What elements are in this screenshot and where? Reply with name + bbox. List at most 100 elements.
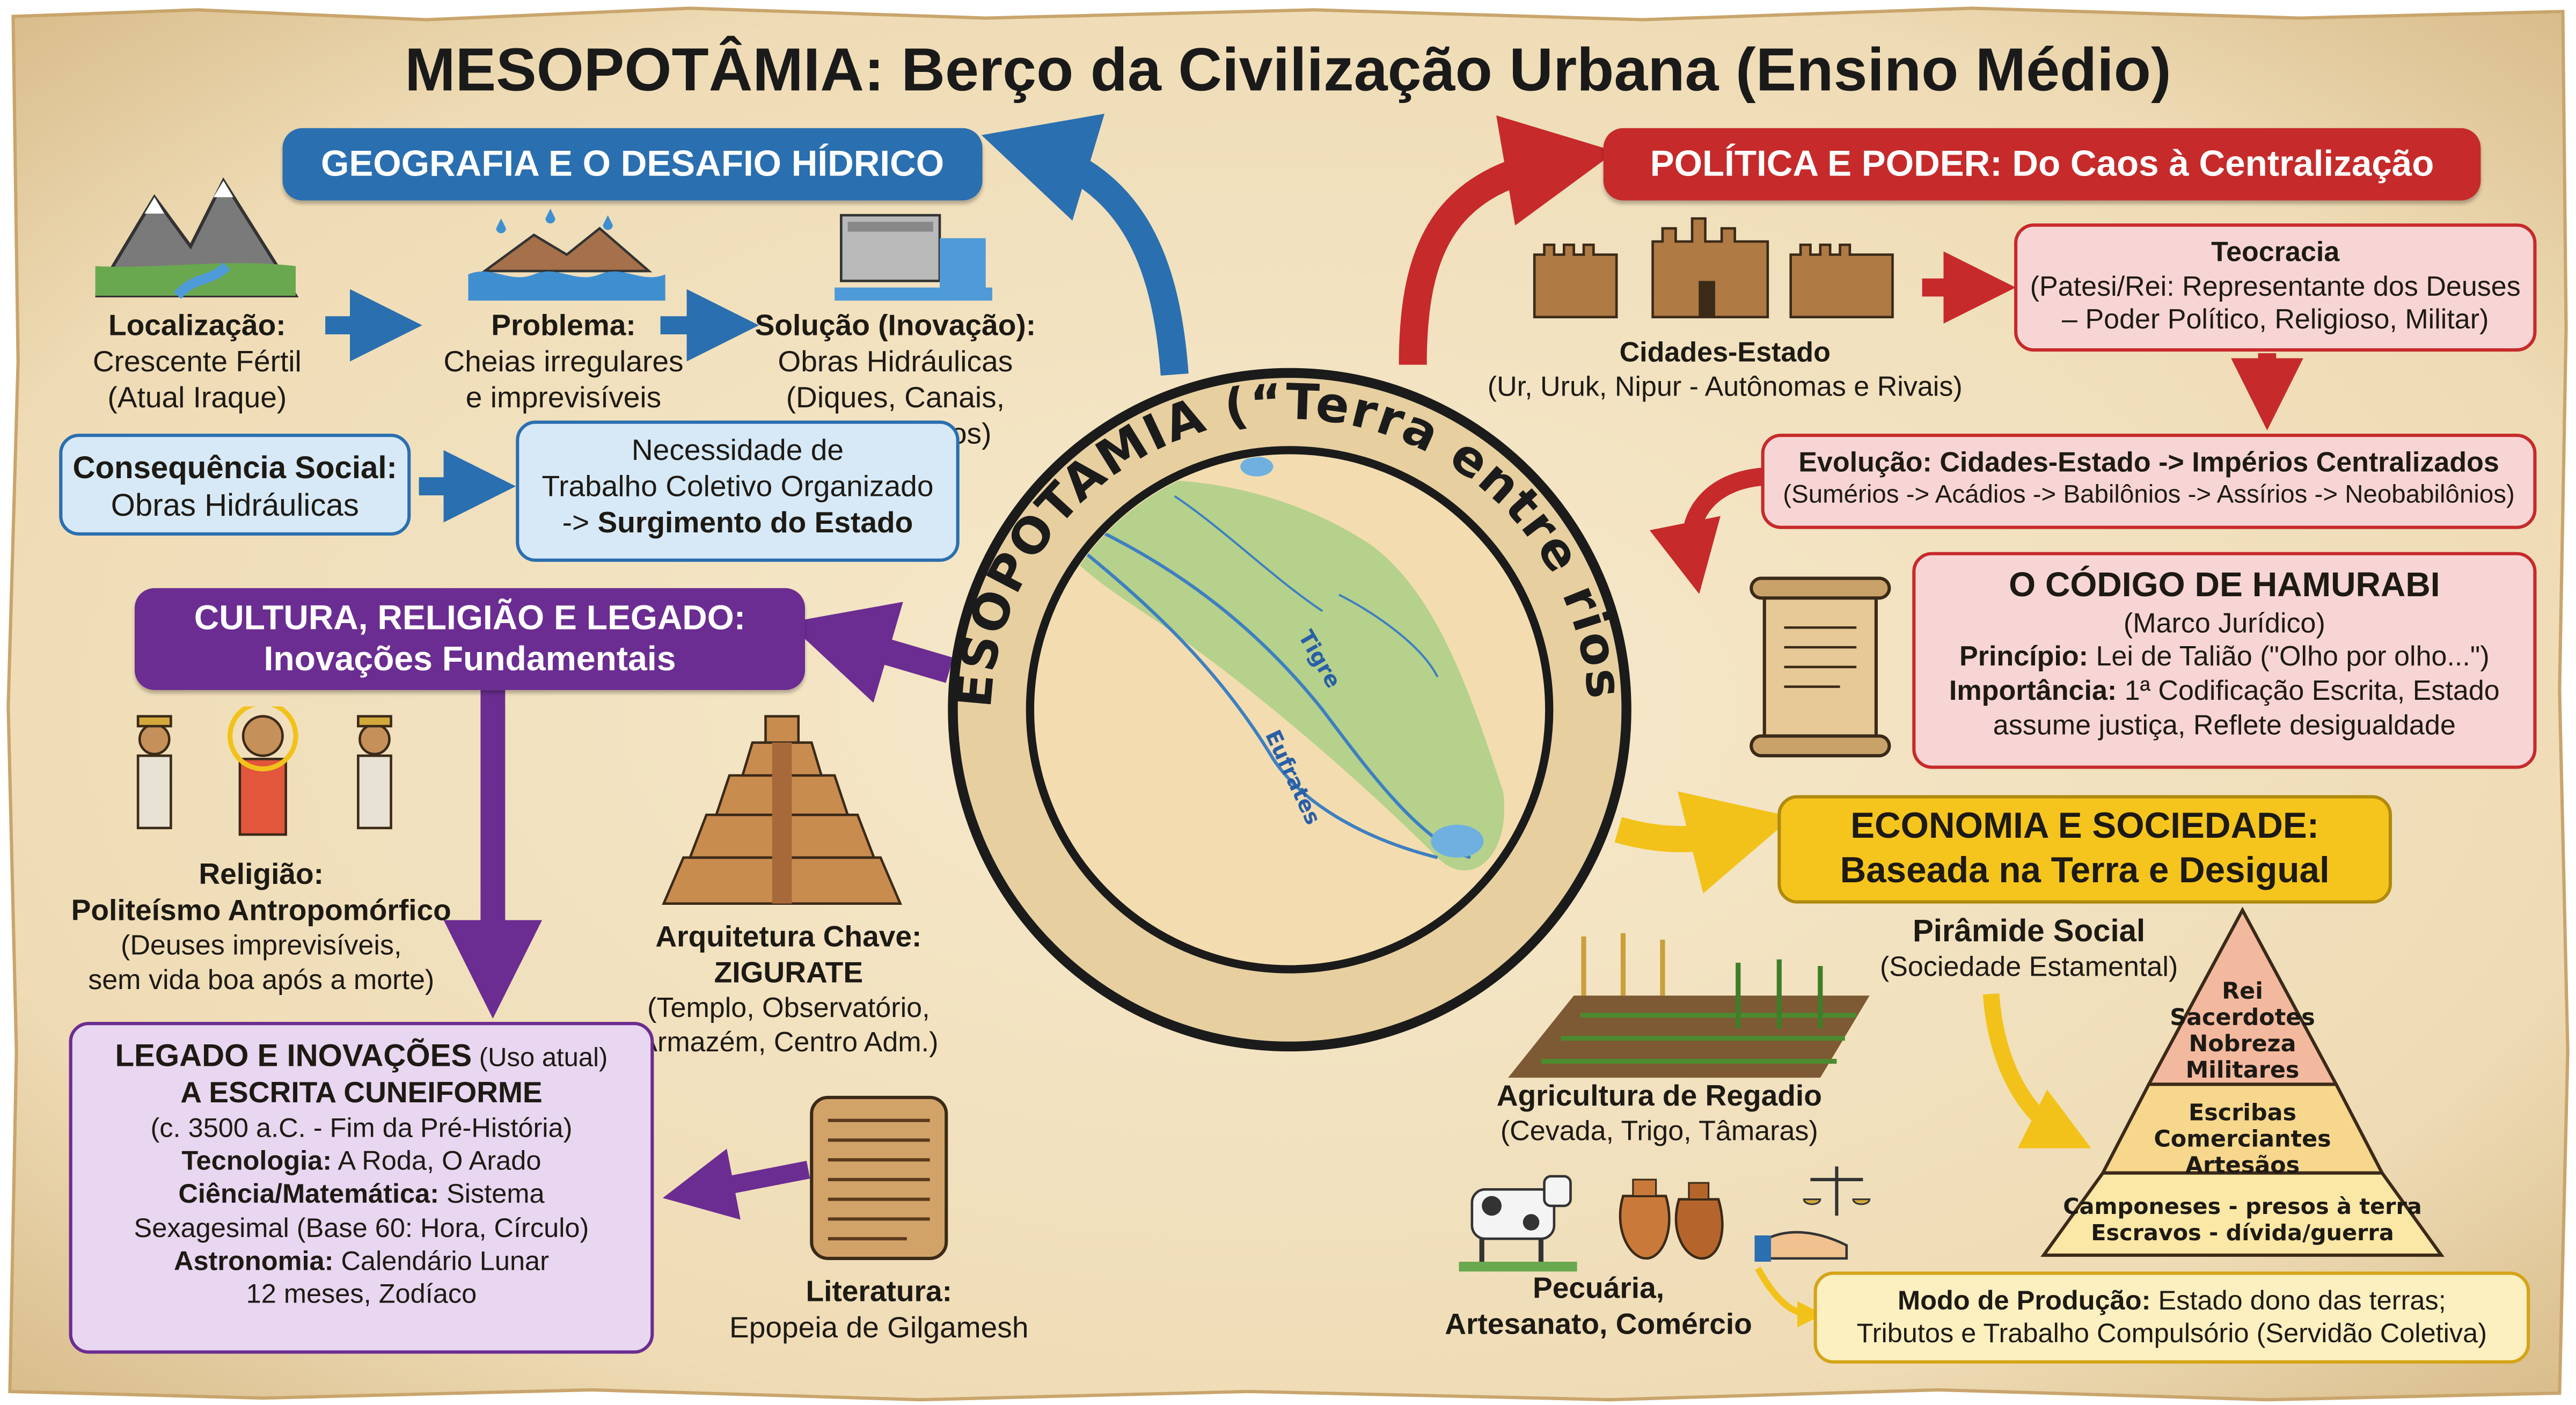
- arquitetura-line-2: Armazém, Centro Adm.): [639, 1026, 939, 1058]
- evolucao-line: (Sumérios -> Acádios -> Babilônios -> As…: [1783, 481, 2515, 509]
- necessidade-line-2: Trabalho Coletivo Organizado: [541, 470, 934, 503]
- localizacao-line-1: Crescente Fértil: [92, 345, 302, 378]
- legado-tec-text: A Roda, O Arado: [332, 1147, 541, 1177]
- mountains-icon: [95, 177, 299, 299]
- consequencia-box: Consequência Social: Obras Hidráulicas: [59, 434, 411, 536]
- social-pyramid: [2040, 906, 2445, 1257]
- modo-line-2: Tributos e Trabalho Compulsório (Servidã…: [1856, 1319, 2487, 1349]
- problema-line-1: Cheias irregulares: [443, 345, 684, 378]
- hamurabi-subtitle: (Marco Jurídico): [2123, 607, 2325, 639]
- pottery-icon: [1619, 1179, 1724, 1260]
- literatura-line: Epopeia de Gilgamesh: [729, 1311, 1029, 1344]
- dam-icon: [835, 214, 992, 301]
- mesopotamia-map: Tigre Eufrates MESOPOTÂMIA (“Terra entre…: [945, 365, 1633, 1052]
- pyramid-tier3-item: Camponeses - presos à terra: [2063, 1194, 2422, 1221]
- legado-escrita-line: (c. 3500 a.C. - Fim da Pré-História): [150, 1114, 573, 1144]
- piramide-title: Pirâmide Social: [1912, 915, 2146, 950]
- problema-line-2: e imprevisíveis: [465, 380, 662, 414]
- cidades-block: Cidades-Estado (Ur, Uruk, Nipur - Autôno…: [1470, 337, 1980, 405]
- economy-header-line-1: ECONOMIA E SOCIEDADE:: [1850, 804, 2319, 846]
- pecuaria-line-2: Artesanato, Comércio: [1445, 1307, 1752, 1341]
- cuneiform-tablet-icon: [810, 1095, 948, 1260]
- pecuaria-block: Pecuária, Artesanato, Comércio: [1410, 1271, 1788, 1343]
- pecuaria-line-1: Pecuária,: [1533, 1271, 1665, 1305]
- pyramid-tier1-item: Militares: [2185, 1058, 2300, 1085]
- cidades-title: Cidades-Estado: [1619, 336, 1831, 368]
- localizacao-line-2: (Atual Iraque): [107, 380, 287, 414]
- castles-icon: [1533, 217, 1894, 319]
- pyramid-tier1-item: Sacerdotes: [2170, 1005, 2315, 1032]
- religiao-line-1: (Deuses imprevisíveis,: [120, 930, 402, 961]
- agricultura-block: Agricultura de Regadio (Cevada, Trigo, T…: [1462, 1079, 1856, 1150]
- legado-title: LEGADO E INOVAÇÕES: [115, 1040, 472, 1075]
- necessidade-line-1: Necessidade de: [631, 434, 844, 467]
- pyramid-tier1-item: Nobreza: [2189, 1032, 2296, 1058]
- piramide-subtitle: (Sociedade Estamental): [1879, 951, 2178, 983]
- arquitetura-block: Arquitetura Chave: ZIGURATE (Templo, Obs…: [624, 920, 953, 1060]
- legado-tec-label: Tecnologia:: [181, 1147, 332, 1177]
- teocracia-box: Teocracia (Patesi/Rei: Representante dos…: [2014, 223, 2537, 352]
- necessidade-line-3: Surgimento do Estado: [597, 506, 913, 539]
- legado-astro-text: Calendário Lunar: [333, 1246, 549, 1276]
- gods-icon: [136, 706, 392, 836]
- flood-icon: [468, 208, 665, 301]
- economy-header: ECONOMIA E SOCIEDADE: Baseada na Terra e…: [1777, 795, 2392, 904]
- piramide-heading: Pirâmide Social (Sociedade Estamental): [1856, 913, 2201, 985]
- modo-text: Estado dono das terras;: [2150, 1286, 2446, 1316]
- evolucao-box: Evolução: Cidades-Estado -> Impérios Cen…: [1761, 434, 2537, 529]
- culture-header-line-1: CULTURA, RELIGIÃO E LEGADO:: [194, 599, 746, 638]
- crops-icon: [1508, 933, 1870, 1078]
- religiao-title-2: Politeísmo Antropomórfico: [71, 894, 451, 927]
- hamurabi-importancia-text: 1ª Codificação Escrita, Estado: [2117, 675, 2500, 707]
- pyramid-tier2-item: Artesãos: [2185, 1153, 2300, 1180]
- legado-box: LEGADO E INOVAÇÕES (Uso atual) A ESCRITA…: [69, 1022, 654, 1354]
- trade-scale-icon: [1754, 1166, 1871, 1262]
- legado-astro-line-2: 12 meses, Zodíaco: [246, 1279, 477, 1309]
- pyramid-tier3-item: Escravos - dívida/guerra: [2091, 1219, 2394, 1246]
- teocracia-line-2: – Poder Político, Religioso, Militar): [2062, 304, 2489, 336]
- arquitetura-title-2: ZIGURATE: [714, 956, 863, 989]
- scroll-icon: [1750, 576, 1891, 758]
- legado-title-note: (Uso atual): [472, 1044, 608, 1073]
- evolucao-title: Evolução: Cidades-Estado -> Impérios Cen…: [1798, 447, 2499, 478]
- necessidade-box: Necessidade de Trabalho Coletivo Organiz…: [516, 420, 960, 562]
- teocracia-line-1: (Patesi/Rei: Representante dos Deuses: [2030, 270, 2521, 302]
- hamurabi-importancia-label: Importância:: [1949, 675, 2117, 707]
- cow-icon: [1459, 1175, 1577, 1272]
- pyramid-tier-bottom: Camponeses - presos à terra Escravos - d…: [2054, 1194, 2432, 1247]
- teocracia-title: Teocracia: [2211, 236, 2340, 268]
- necessidade-arrow-prefix: ->: [562, 506, 598, 539]
- pyramid-tier2-item: Escribas: [2188, 1101, 2297, 1127]
- economy-header-line-2: Baseada na Terra e Desigual: [1840, 849, 2330, 890]
- hamurabi-title: O CÓDIGO DE HAMURABI: [2009, 567, 2440, 605]
- legado-escrita: A ESCRITA CUNEIFORME: [180, 1076, 543, 1109]
- ziggurat-icon: [662, 715, 903, 905]
- agricultura-line: (Cevada, Trigo, Tâmaras): [1500, 1115, 1818, 1147]
- arquitetura-title-1: Arquitetura Chave:: [655, 920, 922, 953]
- politics-header: POLÍTICA E PODER: Do Caos à Centralizaçã…: [1603, 128, 2481, 201]
- modo-producao-box: Modo de Produção: Estado dono das terras…: [1813, 1271, 2530, 1364]
- hamurabi-importancia-line-2: assume justiça, Reflete desigualdade: [1993, 709, 2456, 741]
- cidades-line: (Ur, Uruk, Nipur - Autônomas e Rivais): [1487, 371, 1963, 403]
- consequencia-line: Obras Hidráulicas: [111, 489, 359, 525]
- hamurabi-principio-text: Lei de Talião ("Olho por olho..."): [2088, 641, 2490, 673]
- religiao-title-1: Religião:: [199, 857, 324, 891]
- legado-ciencia-label: Ciência/Matemática:: [178, 1180, 440, 1210]
- literatura-title: Literatura:: [806, 1275, 952, 1308]
- problema-title: Problema:: [491, 309, 636, 342]
- localizacao-title: Localização:: [108, 309, 286, 342]
- culture-header-line-2: Inovações Fundamentais: [264, 641, 676, 679]
- solucao-line-1: Obras Hidráulicas: [778, 345, 1013, 378]
- arquitetura-line-1: (Templo, Observatório,: [647, 992, 930, 1023]
- religiao-line-2: sem vida boa após a morte): [88, 963, 435, 995]
- hamurabi-box: O CÓDIGO DE HAMURABI (Marco Jurídico) Pr…: [1912, 552, 2537, 769]
- consequencia-title: Consequência Social:: [72, 451, 397, 487]
- pyramid-tier1-item: Rei: [2222, 979, 2263, 1006]
- culture-header: CULTURA, RELIGIÃO E LEGADO: Inovações Fu…: [135, 588, 805, 690]
- legado-ciencia-line-2: Sexagesimal (Base 60: Hora, Círculo): [134, 1213, 589, 1243]
- solucao-title: Solução (Inovação):: [755, 309, 1036, 342]
- pyramid-tier-top: Rei Sacerdotes Nobreza Militares: [2136, 979, 2350, 1085]
- agricultura-title: Agricultura de Regadio: [1496, 1079, 1822, 1113]
- pyramid-tier-middle: Escribas Comerciantes Artesãos: [2119, 1101, 2366, 1180]
